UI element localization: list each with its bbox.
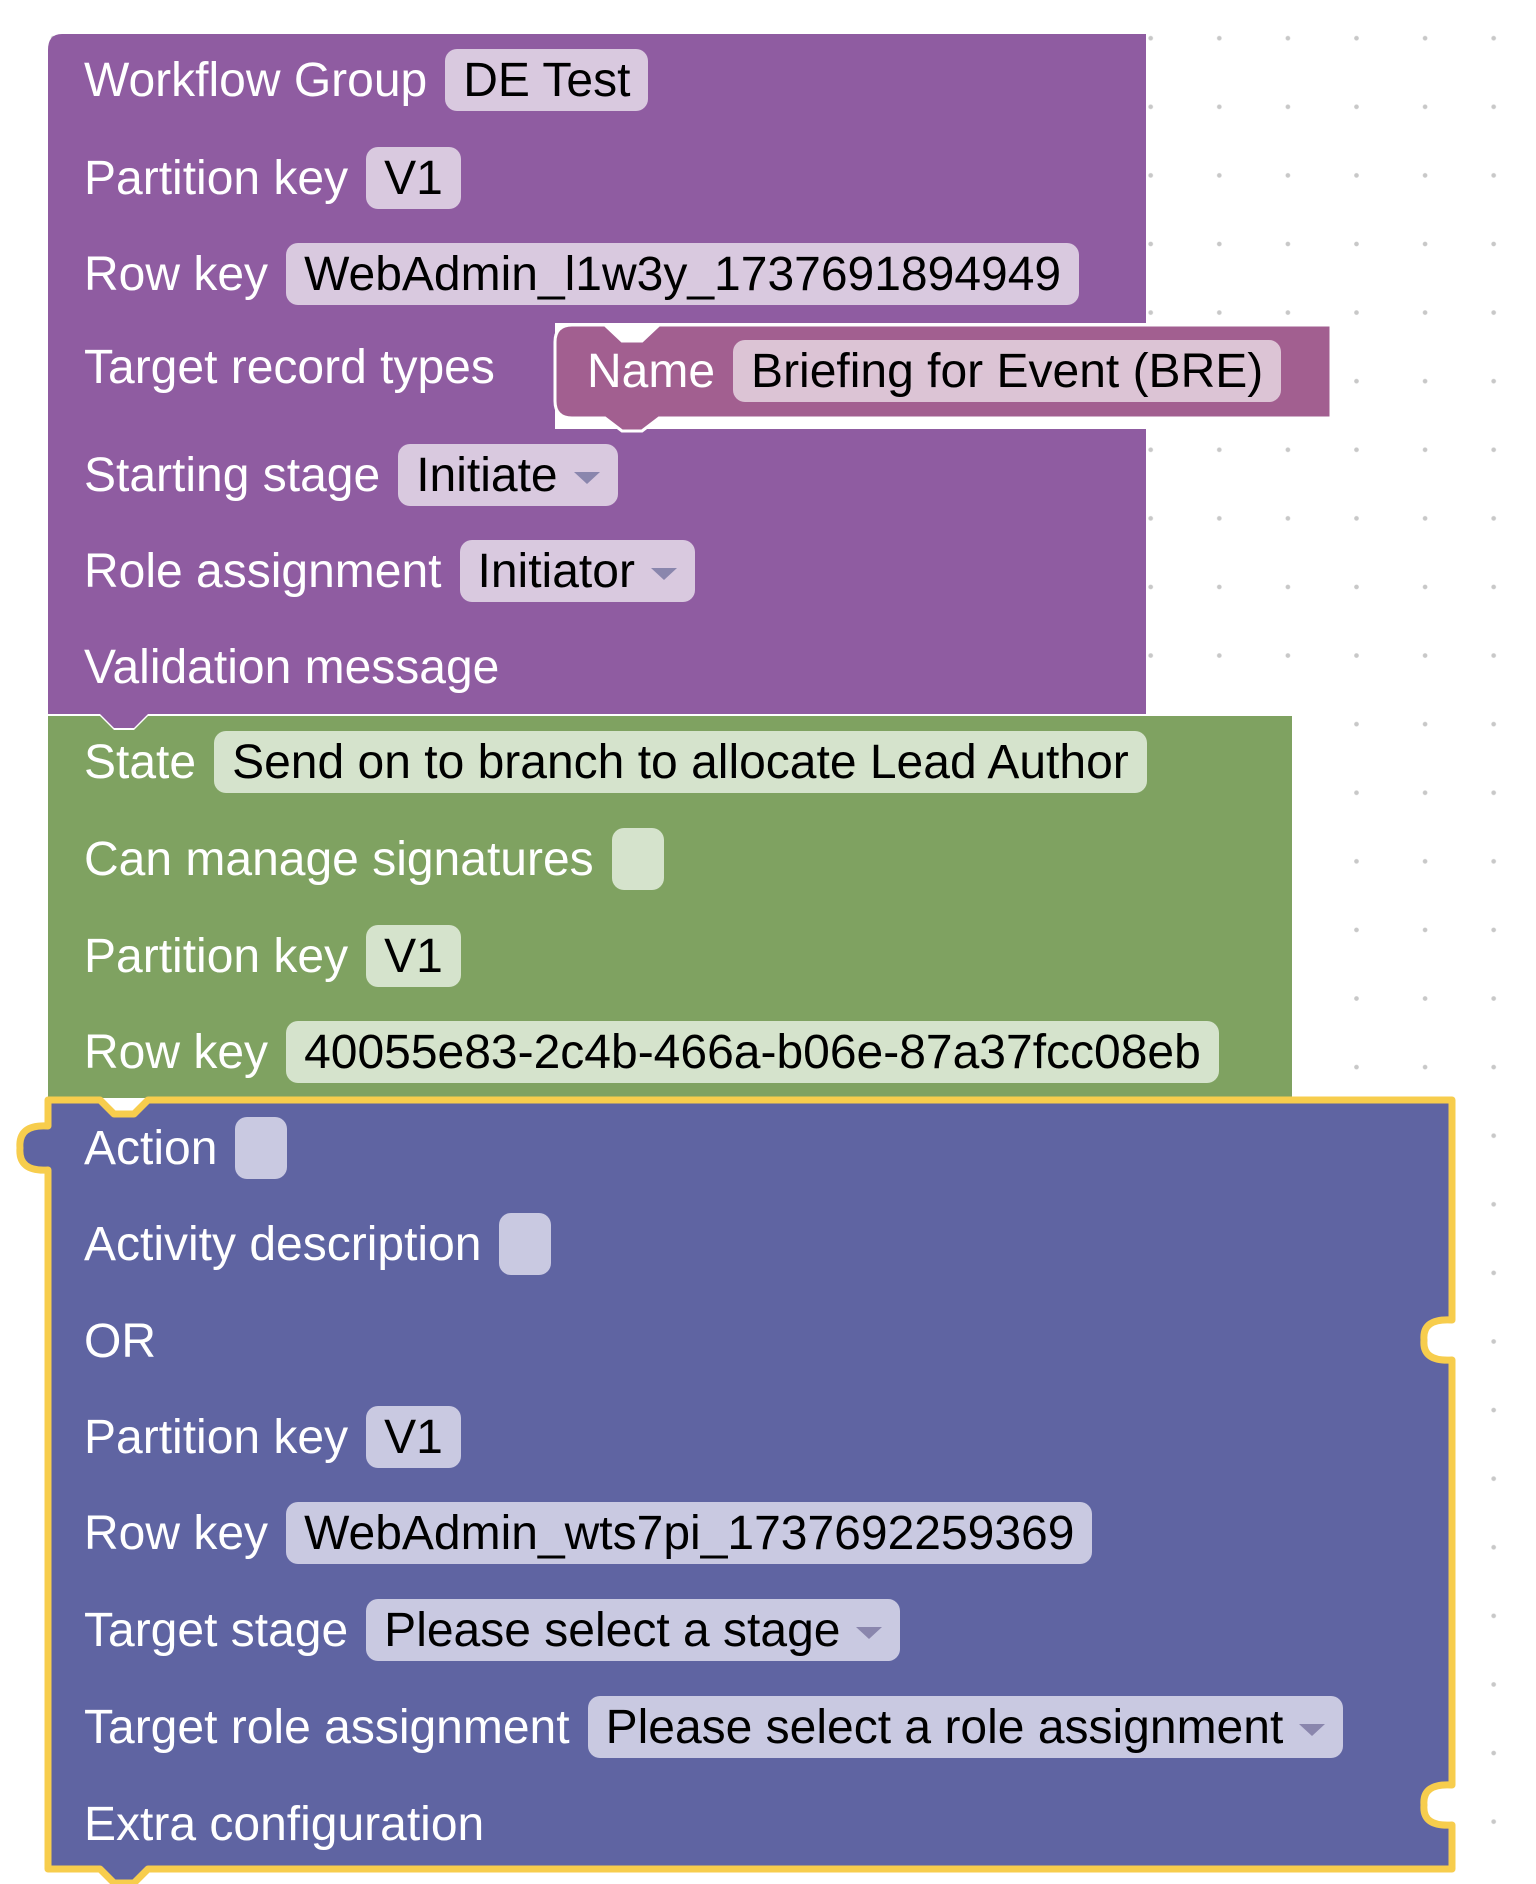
- state-label: State: [84, 735, 197, 789]
- activity-description-field[interactable]: [499, 1213, 552, 1275]
- target-role-assignment-row: Target role assignment Please select a r…: [84, 1691, 1344, 1763]
- validation-message-row: Validation message: [84, 631, 517, 703]
- action-row: Action: [84, 1112, 288, 1184]
- target-record-types-label: Target record types: [84, 340, 495, 394]
- state-row-key-row: Row key 40055e83-2c4b-466a-b06e-87a37fcc…: [84, 1016, 1219, 1088]
- target-record-types-row: Target record types: [84, 331, 513, 403]
- partition-key-field[interactable]: V1: [366, 1406, 461, 1468]
- action-label: Action: [84, 1121, 218, 1175]
- partition-key-label: Partition key: [84, 151, 349, 205]
- target-role-assignment-label: Target role assignment: [84, 1700, 570, 1754]
- workflow-group-title-row: Workflow Group DE Test: [84, 44, 649, 116]
- row-key-label: Row key: [84, 1025, 269, 1079]
- or-row: OR: [84, 1305, 174, 1377]
- state-block-shape[interactable]: [48, 716, 1292, 1098]
- role-assignment-label: Role assignment: [84, 544, 442, 598]
- action-row-key-row: Row key WebAdmin_wts7pi_1737692259369: [84, 1497, 1093, 1569]
- row-key-label: Row key: [84, 1506, 269, 1560]
- state-partition-key-row: Partition key V1: [84, 920, 461, 992]
- action-block-shape[interactable]: [16, 1096, 1456, 1884]
- target-role-assignment-dropdown[interactable]: Please select a role assignment: [587, 1696, 1344, 1758]
- role-assignment-row: Role assignment Initiator: [84, 535, 695, 607]
- can-manage-signatures-row: Can manage signatures: [84, 823, 664, 895]
- action-partition-key-row: Partition key V1: [84, 1401, 461, 1473]
- row-key-field[interactable]: WebAdmin_wts7pi_1737692259369: [286, 1502, 1093, 1564]
- workflow-group-block-shape[interactable]: [48, 34, 1146, 728]
- state-field[interactable]: Send on to branch to allocate Lead Autho…: [214, 731, 1147, 793]
- partition-key-field[interactable]: V1: [366, 147, 461, 209]
- row-key-field[interactable]: 40055e83-2c4b-466a-b06e-87a37fcc08eb: [286, 1021, 1219, 1083]
- chevron-down-icon: [650, 568, 677, 580]
- activity-description-row: Activity description: [84, 1208, 552, 1280]
- partition-key-label: Partition key: [84, 1410, 349, 1464]
- activity-description-label: Activity description: [84, 1217, 482, 1271]
- row-key-label: Row key: [84, 247, 269, 301]
- workflow-group-name-field[interactable]: DE Test: [445, 49, 649, 111]
- row-key-field[interactable]: WebAdmin_l1w3y_1737691894949: [286, 243, 1080, 305]
- name-field[interactable]: Briefing for Event (BRE): [733, 340, 1282, 402]
- chevron-down-icon: [1299, 1724, 1326, 1736]
- row-key-row: Row key WebAdmin_l1w3y_1737691894949: [84, 238, 1080, 310]
- extra-configuration-label: Extra configuration: [84, 1797, 485, 1851]
- workflow-group-label: Workflow Group: [84, 53, 428, 107]
- starting-stage-label: Starting stage: [84, 448, 381, 502]
- name-row: Name Briefing for Event (BRE): [587, 335, 1282, 407]
- can-manage-signatures-label: Can manage signatures: [84, 832, 594, 886]
- partition-key-label: Partition key: [84, 929, 349, 983]
- role-assignment-value: Initiator: [477, 544, 635, 598]
- partition-key-field[interactable]: V1: [366, 925, 461, 987]
- starting-stage-dropdown[interactable]: Initiate: [398, 444, 618, 506]
- target-stage-row: Target stage Please select a stage: [84, 1594, 901, 1666]
- target-stage-dropdown[interactable]: Please select a stage: [366, 1599, 901, 1661]
- target-role-assignment-value: Please select a role assignment: [605, 1700, 1284, 1754]
- extra-configuration-row: Extra configuration: [84, 1788, 502, 1860]
- starting-stage-row: Starting stage Initiate: [84, 439, 618, 511]
- action-field[interactable]: [235, 1117, 288, 1179]
- chevron-down-icon: [856, 1627, 883, 1639]
- partition-key-row: Partition key V1: [84, 142, 461, 214]
- target-stage-label: Target stage: [84, 1603, 349, 1657]
- starting-stage-value: Initiate: [416, 448, 558, 502]
- role-assignment-dropdown[interactable]: Initiator: [459, 540, 695, 602]
- or-label: OR: [84, 1314, 156, 1368]
- state-row: State Send on to branch to allocate Lead…: [84, 726, 1147, 798]
- target-stage-value: Please select a stage: [384, 1603, 841, 1657]
- can-manage-signatures-checkbox[interactable]: [611, 828, 664, 890]
- chevron-down-icon: [573, 472, 600, 484]
- validation-message-label: Validation message: [84, 640, 500, 694]
- name-label: Name: [587, 344, 716, 398]
